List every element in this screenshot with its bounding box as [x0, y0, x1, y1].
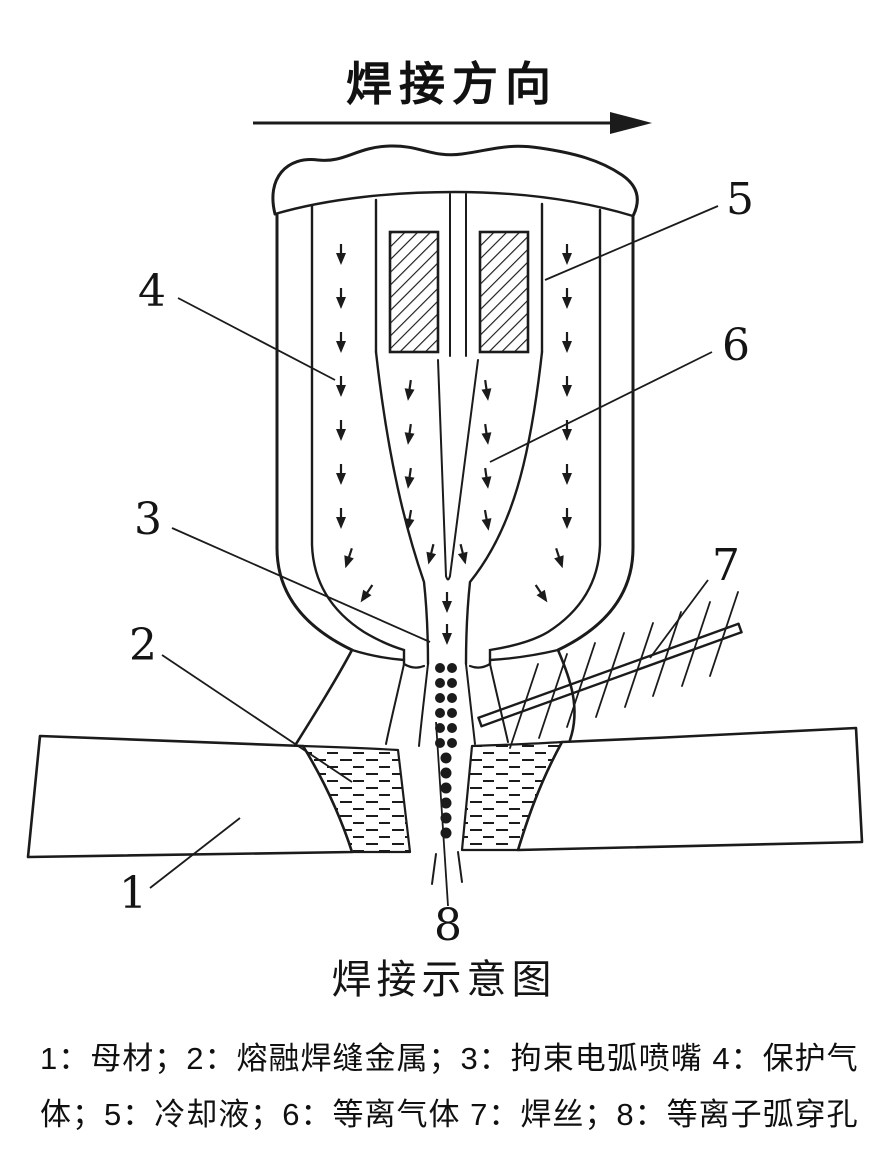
arc-plume-outer-right: [489, 663, 509, 743]
plasma-arc-keyhole: [385, 663, 509, 885]
leader-line-6: [489, 351, 713, 463]
plasma-funnel-right: [464, 350, 544, 666]
part-label-5: 5: [726, 174, 754, 225]
welding-schematic-figure: 焊接方向: [26, 58, 864, 945]
plasma-gas-arrows: [401, 378, 495, 647]
direction-arrow: [253, 112, 652, 134]
inner-wall-right: [488, 208, 602, 666]
part-labels: 5 4 6 3 2 7 1 8: [119, 174, 754, 945]
leader-line-5: [544, 205, 719, 281]
cooling-water-channels: [388, 230, 530, 354]
part-label-1: 1: [119, 868, 147, 919]
plasma-funnel-left: [374, 350, 430, 666]
base-metal-left-plate: [26, 734, 354, 859]
welding-torch-body: [271, 144, 639, 746]
cooling-channel-right: [478, 230, 530, 354]
shoulder-left: [350, 648, 406, 662]
part-label-8: 8: [434, 900, 462, 945]
filler-wire-hatching: [509, 591, 739, 749]
nozzle-lip-right: [468, 662, 492, 669]
part-label-6: 6: [722, 320, 750, 371]
figure-caption: 焊接示意图: [331, 957, 557, 1002]
weld-pools: [301, 740, 564, 854]
part-label-4: 4: [138, 266, 166, 317]
legend-line-2: 体；5：冷却液；6：等离气体 7：焊丝；8：等离子弧穿孔: [40, 1097, 859, 1133]
electrode-v-left: [437, 359, 447, 577]
weld-pool-right: [460, 740, 564, 852]
leader-line-7: [649, 579, 709, 659]
part-label-7: 7: [712, 540, 740, 591]
figure-legend: 1：母材；2：熔融焊缝金属；3：拘束电弧喷嘴 4：保护气 体；5：冷却液；6：等…: [0, 1031, 888, 1144]
leader-line-4: [177, 297, 336, 381]
torch-top-cap: [271, 144, 639, 218]
arc-plume-inner-left: [418, 663, 429, 747]
outer-wall-right: [556, 214, 635, 652]
base-metal-plates: [26, 726, 864, 859]
filler-wire: [477, 591, 743, 749]
arc-plume-inner-right: [465, 663, 476, 745]
welding-direction-label: 焊接方向: [346, 58, 558, 110]
weld-pool-left: [301, 744, 412, 854]
part-label-3: 3: [134, 494, 162, 545]
arc-droplets: [435, 663, 457, 839]
part-label-2: 2: [129, 620, 157, 671]
arc-plume-outer-left: [385, 663, 405, 745]
cooling-channel-left: [388, 230, 440, 354]
arc-exit-line-left: [431, 853, 437, 885]
torch-cap-underline: [273, 190, 635, 218]
leader-line-1: [149, 817, 241, 889]
gas-skirt-left: [294, 648, 354, 746]
welding-direction-header: 焊接方向: [253, 58, 652, 134]
arc-exit-line-right: [457, 851, 463, 883]
electrode-v-tip: [445, 575, 451, 581]
outer-wall-left: [275, 212, 354, 652]
base-metal-right-plate: [516, 726, 864, 852]
electrode-v-right: [449, 359, 479, 577]
leader-line-2: [161, 654, 353, 783]
leader-line-3: [171, 527, 431, 643]
shoulder-right: [488, 648, 560, 662]
inner-wall-left: [310, 204, 406, 666]
legend-line-1: 1：母材；2：熔融焊缝金属；3：拘束电弧喷嘴 4：保护气: [40, 1041, 859, 1076]
leader-line-8: [435, 721, 449, 907]
shielding-gas-arrows-left: [334, 242, 378, 607]
nozzle-lip-left: [402, 662, 426, 669]
